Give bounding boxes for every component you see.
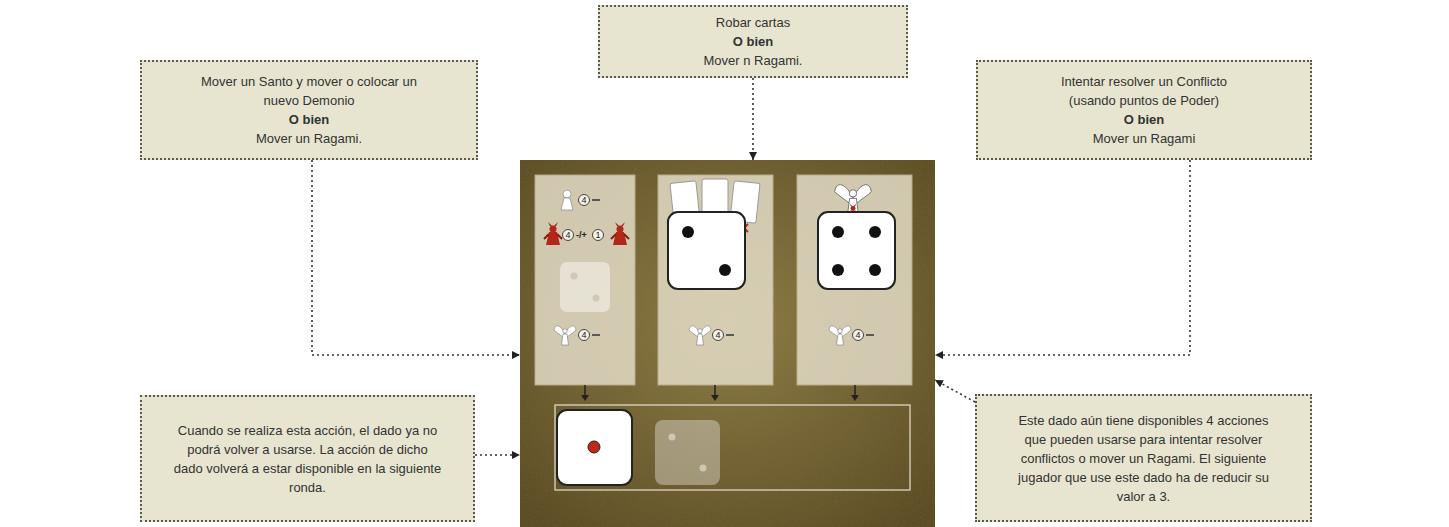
die-pip bbox=[869, 226, 881, 238]
callout-text: O bien bbox=[620, 32, 886, 51]
callout-box: Mover un Santo y mover o colocar un nuev… bbox=[140, 60, 478, 160]
faded-die bbox=[655, 420, 720, 485]
action-value: 4 bbox=[578, 194, 590, 206]
die-pip bbox=[682, 226, 694, 238]
faded-die bbox=[560, 262, 610, 312]
demon-icon bbox=[611, 222, 629, 245]
action-value: 4 bbox=[562, 229, 574, 241]
callout-text: Mover n Ragami. bbox=[620, 51, 886, 70]
callout-text: Intentar resolver un Conflicto (usando p… bbox=[1036, 72, 1252, 110]
used-dice-tray bbox=[555, 405, 910, 490]
move-dash bbox=[592, 334, 600, 336]
die-pip bbox=[719, 264, 731, 276]
die bbox=[668, 212, 745, 289]
die-pip bbox=[700, 465, 707, 472]
die-pip bbox=[593, 295, 600, 302]
die-pip bbox=[571, 273, 578, 280]
callout-box: Cuando se realiza esta acción, el dado y… bbox=[140, 395, 475, 522]
game-board: 44-/+1444 bbox=[520, 160, 935, 527]
die bbox=[557, 410, 632, 485]
callout-text: Mover un Ragami. bbox=[197, 129, 421, 148]
saint-icon bbox=[561, 190, 573, 210]
action-panel bbox=[797, 175, 912, 385]
ragami-icon bbox=[829, 326, 851, 345]
die-pip bbox=[832, 226, 844, 238]
action-value: 4 bbox=[852, 329, 864, 341]
demon-icon bbox=[544, 222, 562, 245]
leader-arrow bbox=[935, 160, 1190, 355]
die-pip bbox=[832, 264, 844, 276]
ragami-icon bbox=[554, 326, 576, 345]
callout-text: O bien bbox=[197, 110, 421, 129]
flow-arrowhead bbox=[711, 395, 719, 401]
leader-arrow bbox=[935, 380, 975, 402]
action-value: 4 bbox=[712, 329, 724, 341]
ragami-icon bbox=[689, 326, 711, 345]
move-dash bbox=[866, 334, 874, 336]
action-value: -/+ bbox=[576, 229, 587, 241]
callout-text: Mover un Santo y mover o colocar un nuev… bbox=[197, 72, 421, 110]
board-ground bbox=[520, 160, 935, 527]
leader-arrow bbox=[312, 160, 520, 355]
callout-text: O bien bbox=[1036, 110, 1252, 129]
callout-text: Robar cartas bbox=[620, 13, 886, 32]
flow-arrow bbox=[854, 385, 856, 396]
flow-arrowhead bbox=[851, 395, 859, 401]
action-value: 1 bbox=[592, 229, 604, 241]
leader-arrow bbox=[475, 454, 520, 456]
flow-arrowhead bbox=[581, 395, 589, 401]
action-value: 4 bbox=[578, 329, 590, 341]
move-dash bbox=[726, 334, 734, 336]
callout-text: Cuando se realiza esta acción, el dado y… bbox=[172, 421, 443, 497]
action-panel bbox=[535, 175, 635, 385]
flow-arrow bbox=[584, 385, 586, 396]
board-texture bbox=[520, 160, 935, 527]
die-pip bbox=[669, 434, 676, 441]
callout-text: Mover un Ragami bbox=[1036, 129, 1252, 148]
die bbox=[818, 212, 895, 289]
callout-box: Intentar resolver un Conflicto (usando p… bbox=[976, 60, 1312, 160]
die-pip bbox=[869, 264, 881, 276]
callout-text: Este dado aún tiene disponibles 4 accion… bbox=[1007, 411, 1280, 506]
callout-box: Este dado aún tiene disponibles 4 accion… bbox=[975, 394, 1312, 522]
flow-arrow bbox=[714, 385, 716, 396]
action-panel bbox=[658, 175, 773, 385]
callout-box: Robar cartasO bienMover n Ragami. bbox=[598, 5, 908, 78]
move-dash bbox=[592, 199, 600, 201]
die-pip bbox=[588, 441, 600, 453]
leader-arrow bbox=[752, 78, 754, 160]
